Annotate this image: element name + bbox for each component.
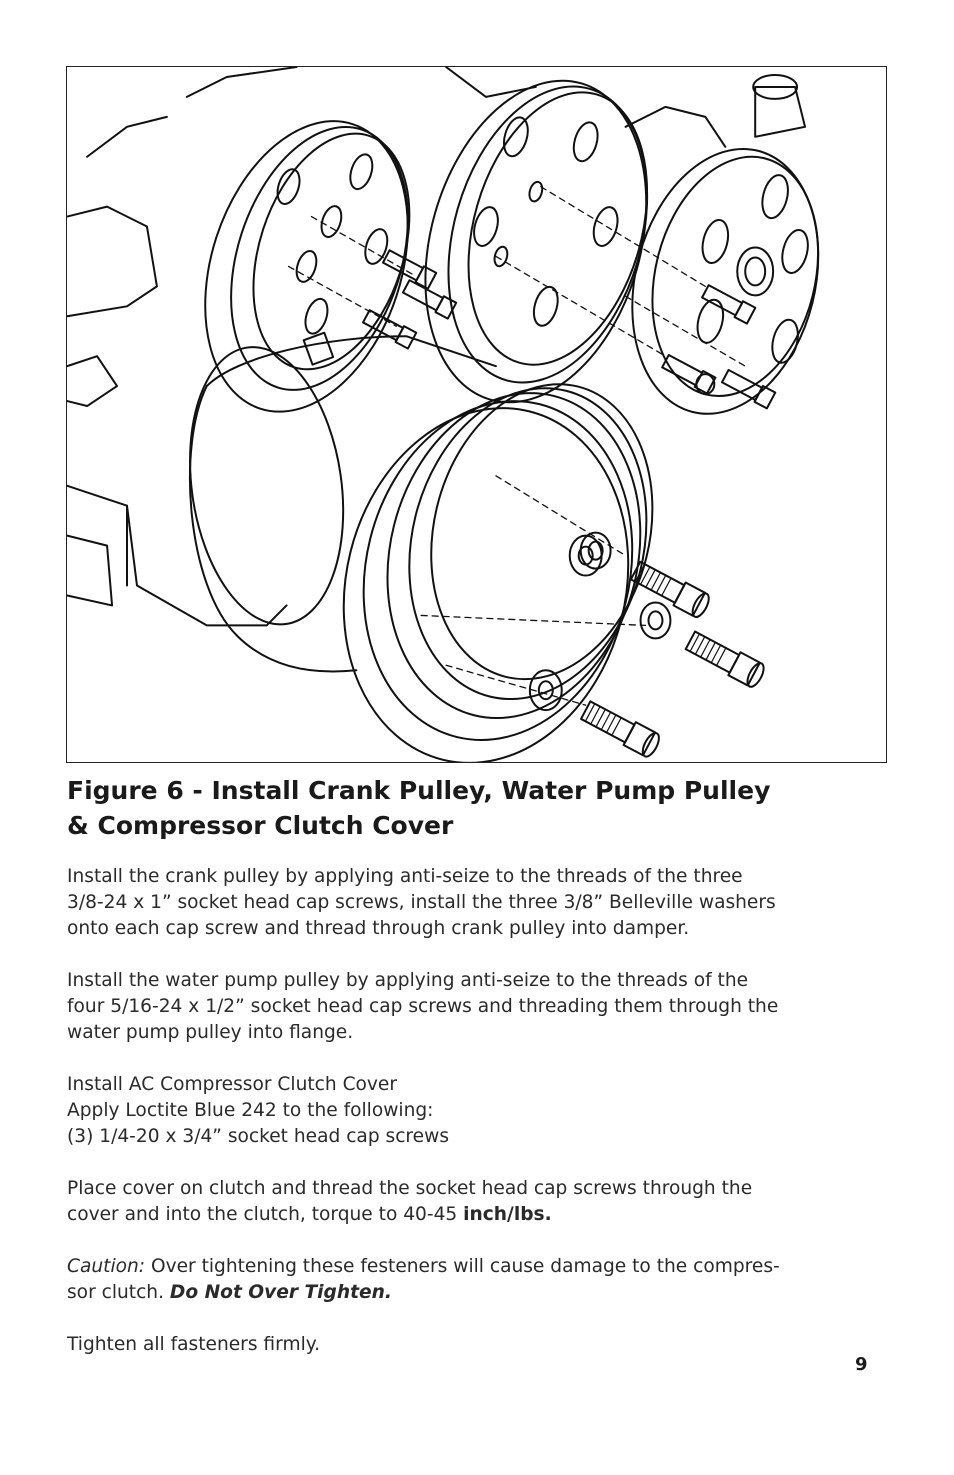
- paragraph-line: Apply Loctite Blue 242 to the following:: [67, 1100, 434, 1121]
- paragraph-torque: Place cover on clutch and thread the soc…: [67, 1176, 887, 1228]
- crank-pulley-drawing: [342, 383, 654, 762]
- compressor-pulley-drawing: [204, 120, 411, 413]
- paragraph-line: Install the water pump pulley by applyin…: [67, 970, 749, 991]
- caution-label: Caution:: [67, 1256, 146, 1277]
- paragraph-line: Install the crank pulley by applying ant…: [67, 866, 743, 887]
- torque-unit: inch/lbs.: [463, 1204, 552, 1225]
- paragraph-ac-clutch-cover: Install AC Compressor Clutch Cover Apply…: [67, 1072, 887, 1150]
- paragraph-water-pump-pulley: Install the water pump pulley by applyin…: [67, 968, 887, 1046]
- paragraph-line: (3) 1/4-20 x 3/4” socket head cap screws: [67, 1126, 450, 1147]
- paragraph-line: 3/8-24 x 1” socket head cap screws, inst…: [67, 892, 776, 913]
- paragraph-text: sor clutch.: [67, 1282, 170, 1303]
- figure-title-line-2: & Compressor Clutch Cover: [67, 811, 454, 840]
- paragraph-text: cover and into the clutch, torque to 40-…: [67, 1204, 464, 1225]
- paragraph-line: Install AC Compressor Clutch Cover: [67, 1074, 398, 1095]
- water-pump-cap-screws-drawing: [362, 249, 777, 410]
- paragraph-text: Over tightening these festeners will cau…: [145, 1256, 780, 1277]
- paragraph-line: sor clutch. Do Not Over Tighten.: [67, 1280, 887, 1306]
- paragraph-line: Place cover on clutch and thread the soc…: [67, 1178, 753, 1199]
- paragraph-line: water pump pulley into flange.: [67, 1022, 354, 1043]
- paragraph-line: onto each cap screw and thread through c…: [67, 918, 690, 939]
- damper-housing-drawing: [189, 335, 497, 673]
- page-number: 9: [855, 1354, 868, 1375]
- crank-cap-screws-drawing: [580, 560, 765, 758]
- paragraph-caution: Caution: Over tightening these festeners…: [67, 1254, 887, 1306]
- belleville-washers-drawing: [579, 373, 716, 640]
- paragraph-line: cover and into the clutch, torque to 40-…: [67, 1202, 887, 1228]
- engine-block-drawing: [67, 67, 807, 627]
- paragraph-crank-pulley: Install the crank pulley by applying ant…: [67, 864, 887, 942]
- paragraph-line: four 5/16-24 x 1/2” socket head cap scre…: [67, 996, 779, 1017]
- figure-6-illustration: [66, 66, 887, 763]
- warning-text: Do Not Over Tighten.: [169, 1282, 392, 1303]
- paragraph-tighten: Tighten all fasteners firmly.: [67, 1332, 887, 1358]
- paragraph-line: Caution: Over tightening these festeners…: [67, 1254, 887, 1280]
- water-pump-pulley-drawing: [424, 79, 649, 404]
- figure-title: Figure 6 - Install Crank Pulley, Water P…: [67, 773, 867, 843]
- paragraph-line: Tighten all fasteners firmly.: [67, 1334, 320, 1355]
- power-steering-pulley-drawing: [631, 147, 820, 415]
- alignment-lines-drawing: [287, 186, 746, 706]
- figure-title-line-1: Figure 6 - Install Crank Pulley, Water P…: [67, 776, 771, 805]
